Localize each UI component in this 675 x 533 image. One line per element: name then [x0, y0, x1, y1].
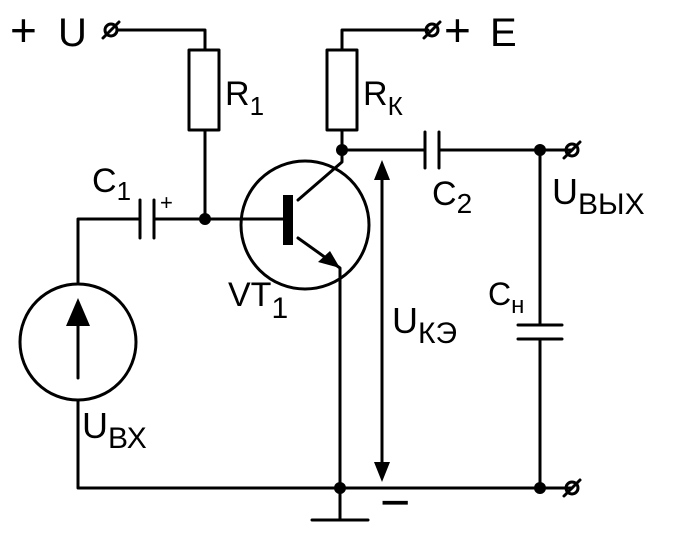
- junction-base: [199, 213, 211, 225]
- junction-cn-ground: [534, 482, 546, 494]
- c1-label: C1: [92, 162, 131, 206]
- terminal-u: [103, 22, 119, 38]
- supply-u-sign: +: [10, 4, 37, 56]
- wire-e-supply: [340, 28, 430, 52]
- resistor-rk: [325, 48, 359, 132]
- supply-e-label: E: [490, 11, 517, 55]
- terminal-e: [424, 22, 440, 38]
- terminal-gnd-out: [564, 480, 580, 496]
- rk-label: RК: [363, 75, 403, 121]
- terminal-gnd-out-mark: [562, 478, 582, 498]
- junction-emitter-ground: [334, 482, 346, 494]
- transistor-vt1-body: [239, 159, 371, 291]
- u-ce-label: UКЭ: [392, 300, 457, 350]
- c1-polarity: +: [160, 190, 173, 215]
- vt1-label: VT1: [228, 276, 288, 325]
- wire-u-supply: [116, 28, 207, 52]
- terminal-u-mark: [101, 20, 121, 40]
- junction-collector: [336, 144, 348, 156]
- resistor-r1: [187, 48, 221, 132]
- transistor-collector: [296, 148, 344, 202]
- cn-label: Cн: [488, 276, 524, 319]
- wire-ground: [76, 398, 574, 490]
- u-in-label: UВХ: [82, 405, 147, 455]
- uke-arrow-up: [374, 160, 390, 180]
- supply-u-label: U: [58, 11, 87, 55]
- terminal-out-mark: [562, 140, 582, 160]
- terminal-e-mark: [422, 20, 442, 40]
- source-arrowhead: [66, 298, 90, 326]
- terminal-out: [564, 142, 580, 158]
- supply-e-sign: +: [444, 4, 471, 56]
- minus-sign: −: [380, 474, 410, 532]
- junction-output: [534, 144, 546, 156]
- uke-arrow-down: [374, 462, 390, 482]
- c2-label: C2: [432, 175, 472, 219]
- u-out-label: UВЫХ: [552, 171, 645, 221]
- transistor-emitter: [296, 236, 342, 490]
- r1-label: R1: [225, 75, 264, 121]
- emitter-arrowhead: [318, 251, 340, 268]
- wire-input: [76, 217, 142, 284]
- transistor-base-bar: [283, 195, 293, 245]
